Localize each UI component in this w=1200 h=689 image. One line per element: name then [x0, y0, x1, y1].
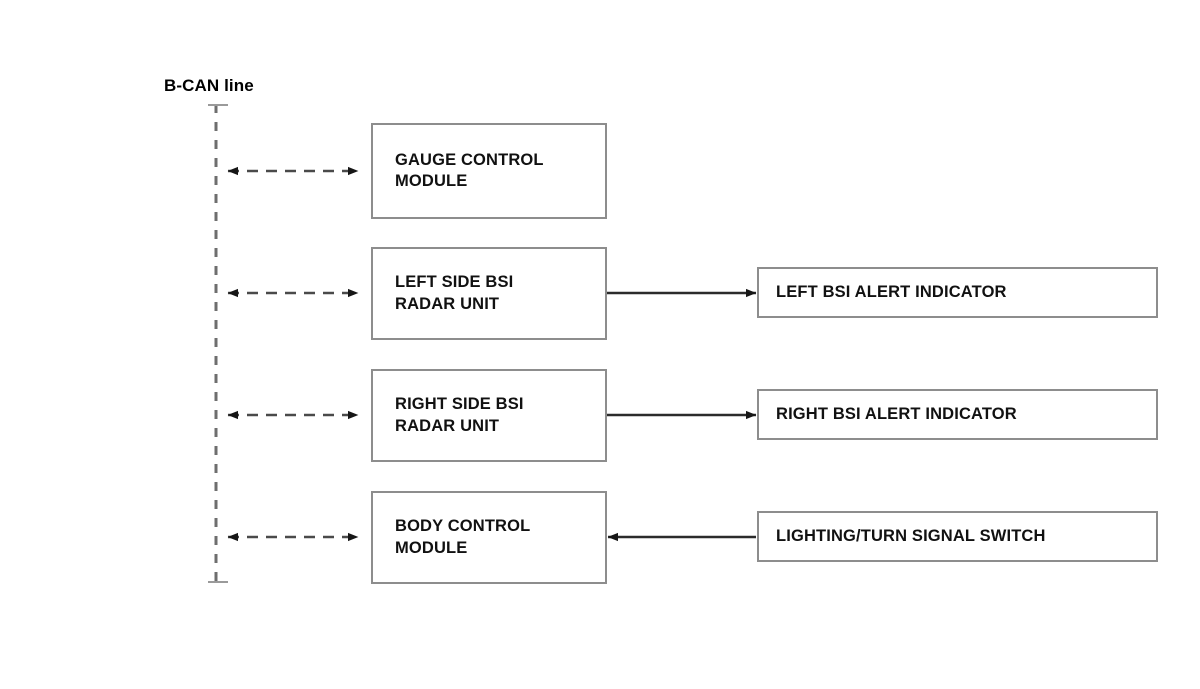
b-can-bus-line: [208, 104, 228, 583]
node-lighting-turn-signal-switch[interactable]: LIGHTING/TURN SIGNAL SWITCH: [757, 511, 1158, 562]
node-right-bsi-alert-indicator-label: RIGHT BSI ALERT INDICATOR: [776, 404, 1017, 423]
node-left-side-bsi-radar-unit[interactable]: LEFT SIDE BSI RADAR UNIT: [371, 247, 607, 340]
node-gauge-control-module-label: GAUGE CONTROL MODULE: [395, 150, 544, 190]
node-left-bsi-alert-indicator-label: LEFT BSI ALERT INDICATOR: [776, 282, 1007, 301]
node-gauge-control-module[interactable]: GAUGE CONTROL MODULE: [371, 123, 607, 219]
node-body-control-module[interactable]: BODY CONTROL MODULE: [371, 491, 607, 584]
node-left-bsi-alert-indicator[interactable]: LEFT BSI ALERT INDICATOR: [757, 267, 1158, 318]
b-can-line-label: B-CAN line: [164, 76, 254, 95]
node-right-side-bsi-radar-unit[interactable]: RIGHT SIDE BSI RADAR UNIT: [371, 369, 607, 462]
node-right-side-bsi-radar-unit-label: RIGHT SIDE BSI RADAR UNIT: [395, 395, 524, 435]
node-body-control-module-label: BODY CONTROL MODULE: [395, 517, 531, 557]
node-right-bsi-alert-indicator[interactable]: RIGHT BSI ALERT INDICATOR: [757, 389, 1158, 440]
node-lighting-turn-signal-switch-label: LIGHTING/TURN SIGNAL SWITCH: [776, 526, 1046, 545]
node-left-side-bsi-radar-unit-label: LEFT SIDE BSI RADAR UNIT: [395, 273, 514, 313]
